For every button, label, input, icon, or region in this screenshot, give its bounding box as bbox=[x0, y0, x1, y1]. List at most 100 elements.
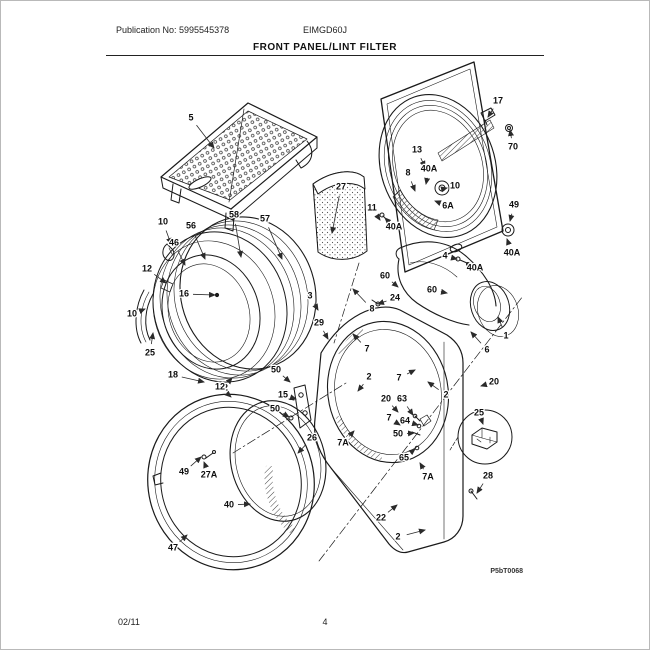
callout-leader bbox=[393, 419, 401, 426]
callout-49: 49 bbox=[179, 466, 189, 476]
callout-40A: 40A bbox=[504, 247, 521, 257]
callout-16: 16 bbox=[179, 288, 189, 298]
callout-40A: 40A bbox=[467, 262, 484, 272]
title-rule bbox=[106, 55, 544, 56]
callout-leader bbox=[165, 230, 172, 245]
callout-10: 10 bbox=[127, 308, 137, 318]
callout-leader bbox=[476, 483, 484, 494]
callout-leader bbox=[374, 213, 381, 221]
callout-leader bbox=[419, 462, 426, 470]
callout-64: 64 bbox=[400, 415, 410, 425]
diagram-id-stamp: P5bT0068 bbox=[490, 568, 523, 575]
callout-2: 2 bbox=[443, 389, 448, 399]
callout-6A: 6A bbox=[442, 200, 454, 210]
callout-4: 4 bbox=[442, 250, 447, 260]
callout-13: 13 bbox=[412, 144, 422, 154]
callout-leader bbox=[235, 223, 243, 258]
callout-leader bbox=[480, 381, 488, 388]
callout-leader bbox=[450, 254, 458, 261]
callout-47: 47 bbox=[168, 542, 178, 552]
callout-10: 10 bbox=[450, 180, 460, 190]
callout-3: 3 bbox=[307, 290, 312, 300]
callout-leader bbox=[203, 461, 209, 469]
callout-leader bbox=[406, 369, 416, 376]
callout-46: 46 bbox=[169, 237, 179, 247]
callout-50: 50 bbox=[271, 364, 281, 374]
callout-leader bbox=[357, 383, 365, 392]
callout-12: 12 bbox=[142, 263, 152, 273]
callout-leader bbox=[424, 177, 431, 185]
callout-leader bbox=[196, 124, 215, 149]
callout-leader bbox=[387, 504, 398, 513]
callout-40A: 40A bbox=[421, 163, 438, 173]
callout-20: 20 bbox=[489, 376, 499, 386]
callout-27: 27 bbox=[336, 181, 346, 191]
model-number: EIMGD60J bbox=[302, 25, 347, 35]
callout-leader bbox=[352, 333, 362, 343]
callout-leader bbox=[347, 430, 355, 438]
callout-leader bbox=[237, 501, 251, 508]
callout-25: 25 bbox=[474, 407, 484, 417]
callout-leader bbox=[181, 376, 205, 384]
callout-8: 8 bbox=[369, 303, 374, 313]
callout-50: 50 bbox=[270, 403, 280, 413]
callout-leader bbox=[411, 420, 419, 427]
callout-7: 7 bbox=[386, 412, 391, 422]
callout-40: 40 bbox=[224, 499, 234, 509]
callout-leader bbox=[192, 291, 216, 298]
callout-49: 49 bbox=[509, 199, 519, 209]
callout-leader bbox=[225, 377, 233, 385]
callout-leader bbox=[391, 405, 399, 413]
callout-leader bbox=[282, 411, 290, 418]
callout-leader bbox=[508, 129, 514, 139]
callout-leader bbox=[297, 444, 307, 454]
callout-leader bbox=[487, 108, 494, 118]
callout-leader bbox=[427, 381, 439, 391]
callout-25: 25 bbox=[145, 347, 155, 357]
callout-28: 28 bbox=[483, 470, 493, 480]
callout-leader bbox=[406, 528, 426, 536]
callout-26: 26 bbox=[307, 432, 317, 442]
callout-18: 18 bbox=[168, 369, 178, 379]
callout-leader bbox=[384, 217, 392, 225]
callout-leader bbox=[508, 213, 515, 222]
callout-leader bbox=[440, 288, 448, 295]
callout-7A: 7A bbox=[422, 471, 434, 481]
callout-leader bbox=[154, 274, 167, 284]
callout-2: 2 bbox=[395, 531, 400, 541]
callout-11: 11 bbox=[367, 202, 377, 212]
footer-date: 02/11 bbox=[118, 617, 140, 627]
callout-60: 60 bbox=[380, 270, 390, 280]
callout-29: 29 bbox=[314, 317, 324, 327]
callout-leader bbox=[506, 238, 512, 246]
callout-leader bbox=[179, 534, 188, 543]
callout-5: 5 bbox=[188, 112, 193, 122]
callout-leader bbox=[391, 280, 399, 288]
callout-leader bbox=[478, 417, 484, 425]
callout-leader bbox=[410, 181, 416, 192]
callout-7A: 7A bbox=[337, 437, 349, 447]
callout-22: 22 bbox=[376, 512, 386, 522]
callout-leader bbox=[190, 456, 202, 467]
footer-page-number: 4 bbox=[322, 617, 328, 627]
callout-leader bbox=[177, 250, 186, 266]
callout-leader bbox=[322, 330, 329, 340]
callout-63: 63 bbox=[397, 393, 407, 403]
callout-15: 15 bbox=[278, 389, 288, 399]
callout-leader bbox=[434, 200, 442, 206]
callout-10: 10 bbox=[158, 216, 168, 226]
callout-leader bbox=[352, 288, 367, 303]
callout-leader bbox=[377, 299, 387, 305]
callout-12: 12 bbox=[218, 382, 228, 392]
callout-56: 56 bbox=[186, 220, 196, 230]
callout-leader bbox=[282, 375, 291, 383]
callout-2: 2 bbox=[366, 371, 371, 381]
callout-leader bbox=[149, 332, 156, 345]
callout-leader bbox=[268, 227, 283, 260]
callout-12: 12 bbox=[215, 381, 225, 391]
callout-leader bbox=[497, 316, 504, 328]
callout-27A: 27A bbox=[201, 469, 218, 479]
callout-40A: 40A bbox=[386, 221, 403, 231]
callout-58: 58 bbox=[229, 209, 239, 219]
